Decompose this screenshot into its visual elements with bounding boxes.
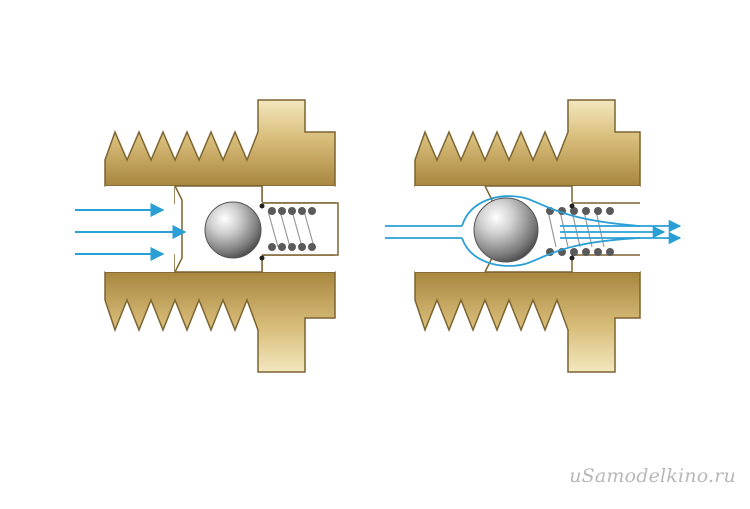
- valve-body-upper: [414, 99, 641, 187]
- valve-closed: [75, 99, 339, 373]
- spring: [546, 207, 614, 256]
- watermark: uSamodelkino.ru: [569, 465, 736, 487]
- valve-body-lower: [414, 271, 641, 373]
- valve-body-upper: [104, 99, 336, 187]
- ball: [204, 201, 262, 259]
- flow-arrows-through: [385, 195, 682, 267]
- valve-open: [385, 99, 682, 373]
- flow-arrow: [461, 237, 641, 267]
- flow-arrow: [461, 195, 641, 227]
- flow-arrows-in: [75, 203, 187, 261]
- spring: [267, 207, 316, 251]
- valve-body-lower: [104, 271, 336, 373]
- ball: [473, 197, 539, 263]
